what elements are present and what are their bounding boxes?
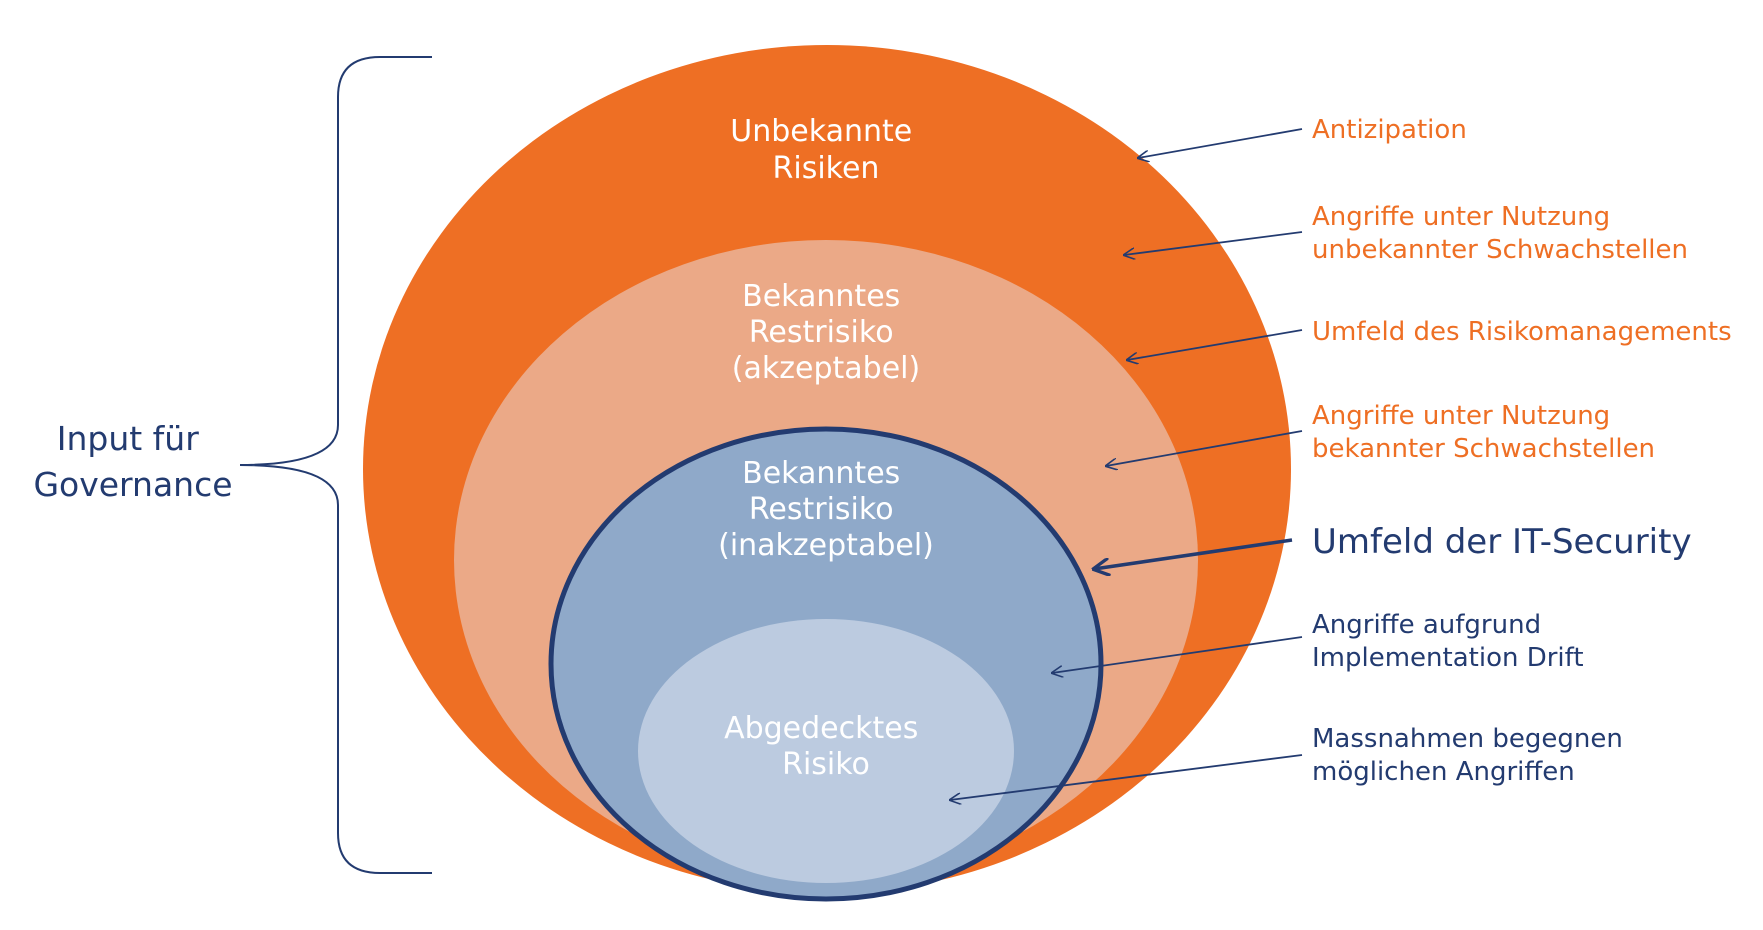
svg-text:Abgedecktes Risiko: Abgedecktes Risiko [724, 711, 928, 782]
arrow-risk-management [1127, 329, 1303, 360]
unknown-risks-label-line1: Unbekannte [730, 114, 912, 149]
annotation-unknown-vuln-line2: unbekannter Schwachstellen [1312, 235, 1688, 265]
arrow-countermeasures [950, 754, 1303, 800]
it-security-boundary [548, 426, 1104, 902]
svg-text:Bekanntes Restrisiko (: Bekanntes Restrisiko (akzeptabel) [732, 279, 920, 386]
svg-text:Antizipation: Antizipation [1312, 115, 1467, 145]
annotation-risk-management: Umfeld des Risikomanagements [1312, 317, 1732, 347]
svg-text:Umfeld des Risikomanagements: Umfeld des Risikomanagements [1312, 317, 1732, 347]
svg-text:Bekanntes Restrisiko (: Bekanntes Restrisiko (inakzeptabel) [718, 456, 934, 563]
svg-text:Massnahmen begegnen möglic: Massnahmen begegnen möglichen Angriffen [1312, 724, 1631, 787]
annotation-it-security: Umfeld der IT-Security [1312, 522, 1692, 562]
annotation-known-vuln-line1: Angriffe unter Nutzung [1312, 401, 1610, 431]
governance-bracket [239, 56, 432, 874]
governance-label-line2: Governance [33, 465, 232, 504]
unacceptable-risk-label-line1: Bekanntes [742, 456, 900, 491]
arrow-it-security [1094, 538, 1293, 569]
acceptable-risk-label-line2: Restrisiko [749, 315, 894, 350]
svg-text:Umfeld der IT-Security: Umfeld der IT-Security [1312, 522, 1692, 562]
annotation-unknown-vuln-line1: Angriffe unter Nutzung [1312, 202, 1610, 232]
arrow-implementation-drift [1052, 636, 1303, 673]
unknown-risks-label-line2: Risiken [773, 151, 880, 186]
unacceptable-risk-label-line2: Restrisiko [749, 492, 894, 527]
acceptable-risk-label-line1: Bekanntes [742, 279, 900, 314]
governance-label-line1: Input für [57, 419, 199, 458]
annotation-countermeasures-line2: möglichen Angriffen [1312, 757, 1575, 787]
svg-text:Unbekannte Risiken: Unbekannte Risiken [730, 114, 922, 186]
acceptable-risk-label-line3: (akzeptabel) [732, 351, 920, 386]
svg-text:Input für Governance: Input für Governance [33, 419, 232, 504]
svg-text:Angriffe unter Nutzung unb: Angriffe unter Nutzung unbekannter Schwa… [1312, 202, 1688, 265]
arrow-unknown-vulnerabilities [1124, 231, 1303, 255]
annotation-antizipation: Antizipation [1312, 115, 1467, 145]
annotation-drift-line2: Implementation Drift [1312, 643, 1584, 673]
covered-risk-label-line2: Risiko [782, 747, 870, 782]
annotation-countermeasures-line1: Massnahmen begegnen [1312, 724, 1623, 754]
covered-risk-label-line1: Abgedecktes [724, 711, 918, 746]
svg-text:Angriffe unter Nutzung bek: Angriffe unter Nutzung bekannter Schwach… [1312, 401, 1655, 464]
unacceptable-risk-label-line3: (inakzeptabel) [718, 528, 934, 563]
arrow-known-vulnerabilities [1106, 430, 1303, 466]
annotation-known-vuln-line2: bekannter Schwachstellen [1312, 434, 1655, 464]
arrow-antizipation [1138, 128, 1303, 158]
covered-risk-ellipse [638, 619, 1014, 883]
annotation-drift-line1: Angriffe aufgrund [1312, 610, 1541, 640]
svg-text:Angriffe aufgrund Implemen: Angriffe aufgrund Implementation Drift [1312, 610, 1584, 673]
